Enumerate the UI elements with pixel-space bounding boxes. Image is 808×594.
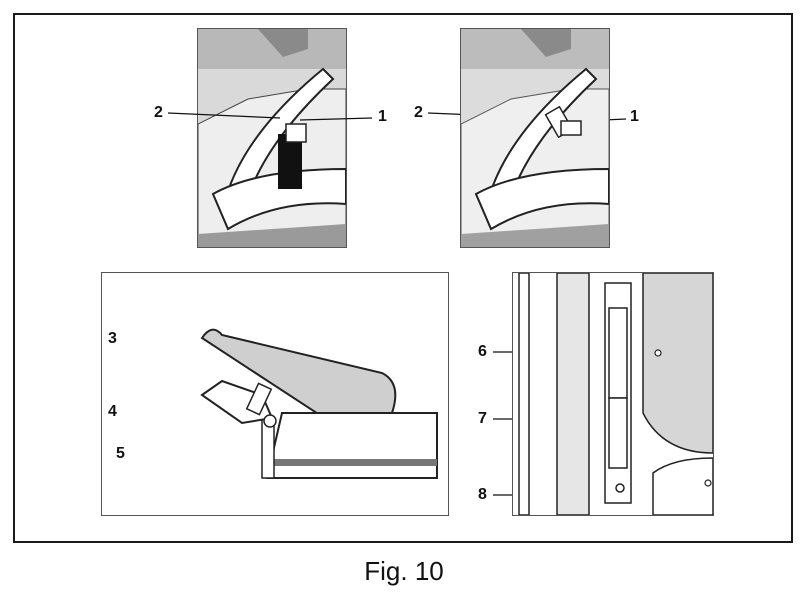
callout-8: 8	[478, 486, 487, 503]
figure-frame	[13, 13, 793, 543]
panel-top-right-illustration	[461, 29, 609, 247]
callout-5: 5	[116, 445, 125, 462]
callout-6: 6	[478, 343, 487, 360]
panel-bottom-left	[101, 272, 449, 516]
callout-7: 7	[478, 410, 487, 427]
panel-bottom-right	[512, 272, 714, 516]
callout-1-top-right: 1	[630, 108, 639, 125]
figure-caption: Fig. 10	[364, 556, 444, 586]
callout-4: 4	[108, 403, 117, 420]
callout-2-top-right: 2	[414, 104, 423, 121]
callout-1-top-left: 1	[378, 108, 387, 125]
panel-top-right	[460, 28, 610, 248]
panel-bottom-right-illustration	[513, 273, 713, 515]
callout-3: 3	[108, 330, 117, 347]
panel-bottom-left-illustration	[200, 328, 438, 479]
panel-top-left-illustration	[198, 29, 346, 247]
panel-top-left	[197, 28, 347, 248]
callout-2-top-left: 2	[154, 104, 163, 121]
